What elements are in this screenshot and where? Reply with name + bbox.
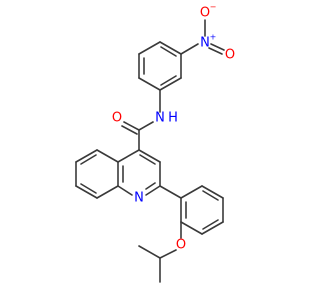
double-bond-inner [80, 154, 97, 165]
carbonyl-oxygen-label: O [112, 111, 122, 126]
atom-labels: N + O − O N H O N O [112, 3, 235, 253]
double-bond-inner [145, 182, 156, 190]
nitro-nitrogen-charge: + [210, 33, 217, 42]
bond [138, 121, 154, 131]
bond [159, 41, 182, 55]
bond [145, 185, 161, 196]
bond [117, 185, 133, 196]
bond [123, 121, 140, 131]
bond [159, 77, 182, 91]
bond [210, 43, 225, 51]
double-bond-inner [80, 183, 97, 194]
double-bond-inner [202, 190, 219, 201]
bond [180, 221, 203, 235]
double-bond-inner [202, 219, 219, 230]
double-bond-inner [160, 75, 177, 86]
bond [75, 149, 98, 163]
nitro-oxygen-top-charge: − [210, 3, 217, 12]
nitro-nitrogen-label: N [200, 36, 210, 51]
bond [201, 221, 224, 235]
molecule-structure: N + O − O N H O N O [75, 3, 235, 283]
bond [138, 77, 161, 91]
bond [180, 185, 203, 199]
bond [138, 149, 161, 163]
bond [159, 249, 177, 259]
amide-nitrogen-label: N [155, 111, 165, 126]
ether-oxygen-label: O [176, 238, 186, 253]
isopropoxyphenyl-ring [159, 185, 224, 235]
quinoline-pyridine-ring [117, 149, 161, 196]
bond [201, 185, 224, 199]
quinoline-nitrogen-label: N [134, 191, 144, 206]
structure-canvas: N + O − O N H O N O [75, 3, 235, 283]
amide-linkage [121, 89, 161, 151]
bond [138, 41, 161, 55]
double-bond-inner [139, 154, 156, 165]
nitro-oxygen-top-label: O [200, 6, 210, 21]
amide-hydrogen-label: H [168, 111, 178, 126]
bond [138, 245, 161, 259]
bond [117, 149, 140, 163]
bond [121, 125, 138, 135]
nitrophenyl-ring [138, 41, 182, 91]
bond [75, 185, 98, 199]
bond [159, 185, 182, 199]
bond [96, 185, 119, 199]
double-bond-inner [160, 46, 177, 57]
bond [208, 47, 223, 55]
quinoline-benzo-ring [75, 149, 119, 199]
nitro-oxygen-right-label: O [225, 48, 235, 63]
nitro-group [180, 19, 225, 55]
isopropoxy-group [138, 221, 182, 283]
bond [180, 43, 199, 55]
bond [96, 149, 119, 163]
